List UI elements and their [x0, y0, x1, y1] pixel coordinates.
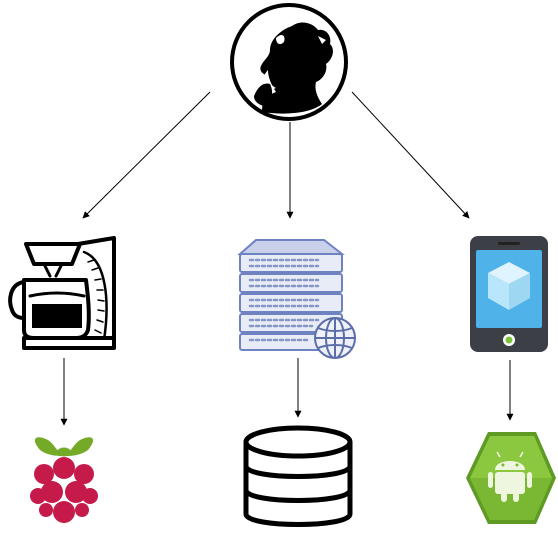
database-icon	[243, 425, 353, 527]
cube-icon	[488, 262, 530, 310]
web-server-icon	[237, 239, 356, 359]
server-unit	[239, 273, 343, 293]
smartphone-icon	[470, 236, 548, 352]
server-unit	[239, 253, 343, 273]
user-silhouette-icon	[230, 3, 348, 121]
android-icon	[466, 432, 556, 524]
coffee-maker-icon	[8, 236, 116, 350]
globe-icon	[314, 317, 356, 359]
server-unit	[239, 293, 343, 313]
arrow-top-to-coffee-maker	[82, 91, 211, 219]
connector-arrows	[60, 91, 514, 426]
raspberry-pi-icon	[30, 437, 98, 523]
arrow-top-to-phone	[351, 91, 470, 219]
